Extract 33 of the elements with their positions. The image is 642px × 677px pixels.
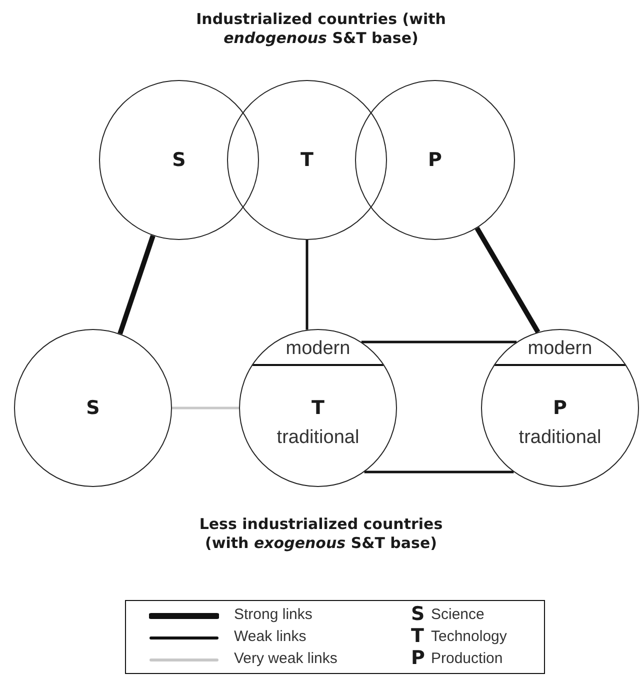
title: Industrialized countries (with endogenous S&T base) — [195, 10, 447, 48]
node-letter: S — [86, 397, 100, 419]
link-line — [364, 470, 514, 474]
circle-node — [14, 329, 172, 487]
circle-node — [99, 80, 259, 240]
link-line — [306, 240, 308, 330]
circle-node — [355, 80, 515, 240]
key-letter: S — [411, 604, 425, 624]
link-line — [361, 340, 517, 344]
key-letter: P — [411, 648, 425, 668]
link-line — [474, 226, 540, 334]
segment-label: modern — [286, 338, 350, 360]
key-letter: T — [411, 626, 424, 646]
node-letter: S — [172, 149, 186, 171]
legend-label: Strong links — [234, 606, 312, 624]
circle-node — [481, 329, 639, 487]
legend-label: Very weak links — [234, 650, 338, 668]
node-letter: P — [428, 149, 442, 171]
node-label: traditional — [276, 427, 360, 449]
link-line — [172, 406, 239, 410]
node-letter: P — [553, 397, 567, 419]
link-line — [118, 234, 156, 335]
node-label: traditional — [518, 427, 602, 449]
key-label: Science — [431, 606, 484, 624]
node-letter: T — [312, 397, 324, 419]
circle-node — [227, 80, 387, 240]
key-label: Technology — [431, 628, 507, 646]
key-label: Production — [431, 650, 503, 668]
legend-label: Weak links — [234, 628, 306, 646]
circle-node — [239, 329, 397, 487]
segment-label: modern — [528, 338, 592, 360]
caption: Less industrialized countries (with exogenous S&T base) — [198, 515, 444, 553]
node-letter: T — [300, 149, 314, 171]
